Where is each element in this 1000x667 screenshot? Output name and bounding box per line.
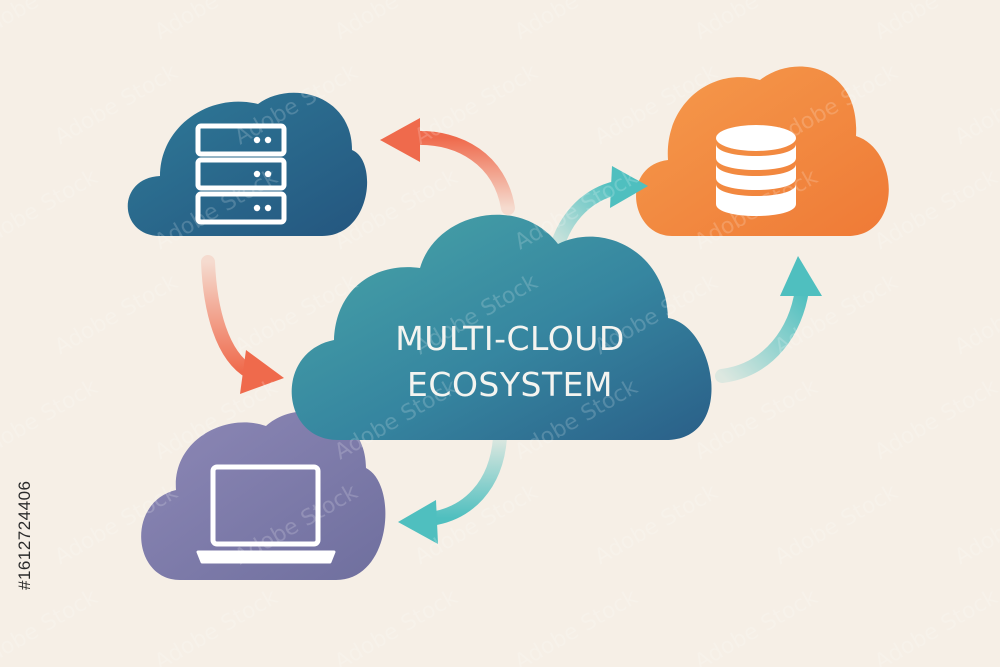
connection-arrows <box>201 118 822 544</box>
laptop-cloud <box>141 411 386 580</box>
laptop-icon <box>196 464 336 564</box>
database-icon <box>716 125 796 216</box>
arrow-hub-to-database-lower <box>715 256 822 383</box>
server-cloud <box>127 92 368 236</box>
arrow-hub-to-laptop <box>398 431 507 544</box>
hub-title-line-1: MULTI-CLOUD <box>395 319 625 358</box>
hub-cloud <box>291 214 712 440</box>
database-cloud <box>636 66 889 237</box>
hub-title-line-2: ECOSYSTEM <box>407 365 613 404</box>
arrow-hub-to-database-upper <box>549 166 648 257</box>
hub-title: MULTI-CLOUD ECOSYSTEM <box>300 316 720 408</box>
server-rack-icon <box>195 123 287 225</box>
arrow-server-to-hub <box>201 255 284 394</box>
arrow-hub-to-server <box>380 118 515 215</box>
